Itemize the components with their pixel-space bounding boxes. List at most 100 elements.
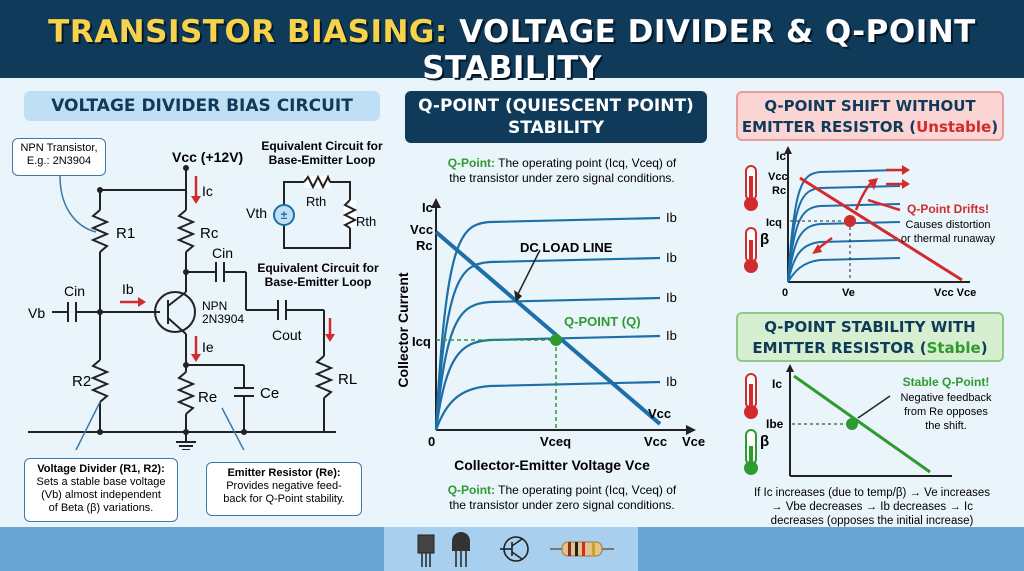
def-bot-bold: Q-Point: [447,483,496,497]
stable-chart: Ic Ibe β Stable Q-Point! Negative feedba… [744,364,992,477]
label-rth-2: Rth [356,214,376,229]
unstable-label-beta: β [760,231,769,248]
unstable-label-icq: Icq [766,217,782,229]
ic-curve-3 [434,296,661,431]
ic-curve-5 [434,380,661,431]
eq-title-2: Base-Emitter Loop [269,153,376,167]
thermometer-icon-temp [744,373,758,419]
load-line-label: DC LOAD LINE [520,240,613,255]
unstable-chart: Ic Vcc Rc Icq 0 Ve Vcc Vce β Q-Point Dri… [744,146,996,299]
unstable-label-ic: Ic [776,149,786,163]
label-cin-collector: Cin [212,245,233,261]
stable-heading-line1: Q-POINT STABILITY WITH [764,318,976,336]
unstable-curve-2 [787,185,901,283]
drift-line-2: or thermal runaway [901,233,996,245]
chart-label-vcc-r: Vcc [410,222,433,237]
label-vth: Vth [246,205,267,221]
chart-y-label: Collector Current [395,272,411,387]
chart-label-icq: Icq [412,334,431,349]
def-top-1: The operating point (Icq, Vceq) of [495,156,677,170]
label-vcc: Vcc (+12V) [172,149,243,165]
label-ce: Ce [260,385,279,402]
to92-transistor-icon [452,532,470,567]
vd-note-1: Sets a stable base voltage [36,476,166,488]
load-line-chart: Ic Vcc Rc Icq 0 Vceq Vcc Vce Vcc Ib Ib I… [395,198,705,473]
qpoint-definition-top: Q-Point: The operating point (Icq, Vceq)… [412,156,712,186]
curve-label-ib-2: Ib [666,250,677,265]
chart-label-vceq: Vceq [540,434,571,449]
npn-label-line2: E.g.: 2N3904 [26,155,92,167]
stable-label-ibe: Ibe [766,417,784,431]
curve-label-ib-5: Ib [666,374,677,389]
def-bot-2: the transistor under zero signal conditi… [449,498,675,512]
unstable-curve-4 [787,221,901,283]
chart-label-ic: Ic [422,200,433,215]
stable-line-1: Negative feedback [900,392,992,404]
unstable-curve-3 [787,203,901,283]
unstable-heading: Q-POINT SHIFT WITHOUT EMITTER RESISTOR (… [736,91,1004,141]
footer-icons [417,532,614,567]
er-note-2: back for Q-Point stability. [223,493,345,505]
vd-note-3: of Beta (β) variations. [48,502,154,514]
emitter-resistor-note: Emitter Resistor (Re): Provides negative… [206,462,362,516]
stable-title: Stable Q-Point! [903,375,990,389]
transistor-symbol-icon [500,536,529,562]
drift-line-1: Causes distortion [906,219,991,231]
er-note-1: Provides negative feed- [226,480,342,492]
eq2-title-1: Equivalent Circuit for [257,261,379,275]
middle-heading-line1: Q-POINT (QUIESCENT POINT) [418,96,694,116]
unstable-heading-line1: Q-POINT SHIFT WITHOUT [764,97,976,115]
header-bar [0,0,1024,78]
resistor-icon [550,541,614,557]
eq2-title-2: Base-Emitter Loop [265,275,372,289]
svg-text:±: ± [281,208,288,222]
chart-label-vcc: Vcc [644,434,667,449]
transistor-package-icon [417,534,435,567]
vd-note-2: (Vb) almost independent [41,489,161,501]
label-ib: Ib [122,281,134,297]
voltage-divider-circuit: ± R1 R2 Rc Re RL Ce Cin Cin Cout Vb Ib I… [28,139,383,450]
label-r2: R2 [72,373,91,390]
thermometer-icon-cool [744,429,758,475]
unstable-curve-5 [787,239,901,283]
label-cin: Cin [64,283,85,299]
feedback-line-2: → Vbe decreases → Ib decreases → Ic [771,501,973,513]
unstable-label-rc: Rc [772,185,786,197]
label-npn: NPN [202,299,227,313]
stable-heading: Q-POINT STABILITY WITH EMITTER RESISTOR … [736,312,1004,362]
drift-title: Q-Point Drifts! [907,202,989,216]
def-top-bold: Q-Point: [447,156,496,170]
label-rth-1: Rth [306,194,326,209]
ic-curve-2 [434,256,661,431]
def-bot-1: The operating point (Icq, Vceq) of [495,483,677,497]
label-vb: Vb [28,305,45,321]
page-title: TRANSISTOR BIASING: VOLTAGE DIVIDER & Q-… [0,14,1024,86]
npn-label-line1: NPN Transistor, [20,142,98,154]
voltage-divider-note: Voltage Divider (R1, R2): Sets a stable … [24,458,178,522]
vd-note-title: Voltage Divider (R1, R2): [37,463,165,475]
chart-x-label: Collector-Emitter Voltage Vce [454,457,650,473]
label-rc: Rc [200,225,219,242]
chart-label-vcc-end: Vcc [648,406,671,421]
stable-heading-2c: ) [980,339,988,357]
label-re: Re [198,389,217,406]
stable-line-3: the shift. [925,420,967,432]
label-rl: RL [338,371,357,388]
qpoint-definition-bottom: Q-Point: The operating point (Icq, Vceq)… [412,483,712,513]
feedback-explanation: If Ic increases (due to temp/β) → Ve inc… [730,486,1014,528]
chart-label-vce: Vce [682,434,705,449]
label-part-number: 2N3904 [202,312,244,326]
label-ie: Ie [202,339,214,355]
label-ic: Ic [202,183,213,199]
er-note-title: Emitter Resistor (Re): [227,467,341,479]
unstable-label-zero: 0 [782,287,788,299]
curve-label-ib-3: Ib [666,290,677,305]
middle-heading: Q-POINT (QUIESCENT POINT) STABILITY [405,91,707,143]
thermometer-icon-beta [744,227,758,273]
middle-heading-line2: STABILITY [507,118,605,138]
feedback-line-3: decreases (opposes the initial increase) [770,515,974,527]
thermometer-icon-hot [744,165,758,211]
unstable-label-vce: Vcc Vce [934,287,976,299]
npn-transistor-label: NPN Transistor, E.g.: 2N3904 [12,138,106,176]
label-cout: Cout [272,327,302,343]
